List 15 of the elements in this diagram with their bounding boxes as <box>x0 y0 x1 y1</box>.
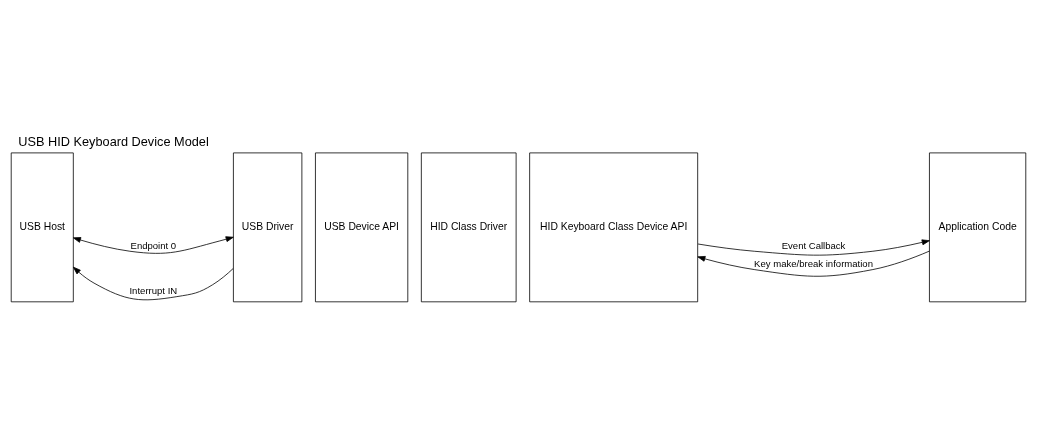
node-box: USB Device API <box>315 152 409 303</box>
node-box: HID Keyboard Class Device API <box>529 152 699 303</box>
node-box: USB Host <box>10 152 74 303</box>
node-box: HID Class Driver <box>420 152 517 303</box>
edge-label: Endpoint 0 <box>130 239 177 251</box>
edge-label: Event Callback <box>781 239 846 251</box>
edge-label: Key make/break information <box>754 257 873 269</box>
node-box: Application Code <box>929 152 1027 303</box>
arrow <box>697 239 930 256</box>
arrow <box>72 236 234 254</box>
arrow <box>73 266 234 301</box>
node-box: USB Driver <box>233 152 303 303</box>
arrow <box>697 250 930 277</box>
edge-label: Interrupt IN <box>129 284 178 296</box>
diagram-title: USB HID Keyboard Device Model <box>18 133 209 149</box>
